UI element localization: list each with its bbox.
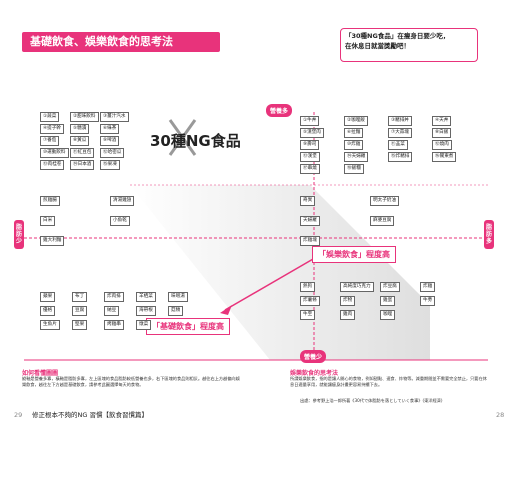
bottom-right-item: 牛至: [300, 310, 316, 320]
top-left-item: ⑨啤酒: [100, 136, 120, 146]
bottom-left-item: 炸肉排: [104, 292, 124, 302]
mid-left-item: 白米: [40, 216, 56, 226]
bottom-right-item: 炸物: [340, 296, 356, 306]
callout-line-2: 在休息日就當獎勵吧！: [345, 42, 410, 50]
top-right-item: ③豬排丼: [388, 116, 412, 126]
page-number-right: 28: [496, 411, 505, 419]
bottom-right-item: 雞蛋: [380, 296, 396, 306]
source-note: 出處：參考野上浩一郎所著《30代で体脂肪を落としていく食事》(東洋經濟): [300, 398, 443, 403]
top-left-item: ⑮果凍: [100, 160, 120, 170]
mid-right-item: 天婦羅: [300, 216, 320, 226]
bottom-left-item: 生魚片: [40, 320, 60, 330]
bottom-right-item: 炸雞: [420, 282, 436, 292]
bottom-left-item: 蘋果: [40, 292, 56, 302]
top-right-item: ⑥拉麵: [344, 128, 364, 138]
top-left-item: ⑫哈密瓜: [100, 148, 125, 158]
mid-left-item: 清湯雞翅: [110, 196, 135, 206]
top-right-item: ⑬漢堡: [300, 152, 320, 162]
mid-right-item: 炸雞塊: [300, 236, 320, 246]
top-right-item: ⑱飯糰: [344, 164, 364, 174]
bottom-right-item: 咖哩: [380, 310, 396, 320]
mid-right-item: 奇異: [300, 196, 316, 206]
bottom-left-item: 堅果: [72, 320, 88, 330]
page-title: 基礎飲食、娛樂飲食的思考法: [22, 32, 220, 52]
top-right-item: ①牛丼: [300, 116, 320, 126]
top-right-item: ⑯關東煮: [432, 152, 457, 162]
top-right-item: ⑤漢堡肉: [300, 128, 324, 138]
top-left-item: ⑬肉桂卷: [40, 160, 65, 170]
top-left-item: ④提子幹: [40, 124, 64, 134]
mid-left-item: 小魚乾: [110, 216, 130, 226]
zone-label-basic: 「基礎飲食」程度高: [146, 318, 230, 335]
top-right-item: ⑭天婦羅: [344, 152, 369, 162]
bottom-right-item: 牛蒡: [420, 296, 436, 306]
top-left-item: ⑥綠茶: [100, 124, 120, 134]
top-left-item: ⑦番茄: [40, 136, 60, 146]
top-left-item: ⑪紅豆包: [70, 148, 95, 158]
mid-right-item: 明太子奶油: [370, 196, 399, 206]
mid-right-item: 麻婆豆腐: [370, 216, 395, 226]
bottom-left-item: 味噌湯: [168, 292, 188, 302]
bottom-left-item: 菇類: [168, 306, 184, 316]
double-arrow: [224, 254, 321, 311]
bottom-right-item: 炸薯條: [300, 296, 320, 306]
footer-left-heading: 如何看懂圖圖: [22, 370, 59, 377]
bottom-right-item: 高純度巧克力: [340, 282, 374, 292]
top-right-item: ②咖哩飯: [344, 116, 368, 126]
top-right-item: ⑧白飯: [432, 128, 452, 138]
ng-food-label: 30種NG食品: [150, 132, 241, 150]
top-right-item: ⑦大蒜塊: [388, 128, 412, 138]
ng-cross-line-2: [168, 119, 197, 156]
bottom-left-item: 羊栖菜: [136, 292, 156, 302]
top-left-item: ⑤糖漬: [70, 124, 90, 134]
bottom-left-item: 烤雞串: [104, 320, 124, 330]
top-right-item: ⑨壽司: [300, 140, 320, 150]
running-footer: 修正根本不夠的NG 習慣【飲食習慣篇】: [32, 411, 148, 419]
bottom-left-item: 納豆: [104, 306, 120, 316]
axis-label-left: 脂肪少: [14, 220, 24, 249]
callout-line-1: 「30種NG食品」在瘦身日要少吃，: [345, 32, 450, 40]
top-right-item: ⑮炸豬排: [388, 152, 413, 162]
callout-box: 「30種NG食品」在瘦身日要少吃， 在休息日就當獎勵吧！: [340, 28, 478, 62]
bottom-left-item: 優格: [40, 306, 56, 316]
mid-left-item: 雞大利麵: [40, 236, 65, 246]
page-number-left: 29: [14, 411, 23, 419]
axis-label-right: 脂肪多: [484, 220, 494, 249]
axis-label-bottom: 營養少: [300, 350, 327, 363]
top-left-item: ②甜味飲料: [70, 112, 99, 122]
footer-right-text: 所謂娛樂飲食，指的是讓人開心的食物，例如甜點、速食、炸物等。減重期間並不需要完全…: [290, 376, 487, 387]
bottom-left-item: 豆腐: [72, 306, 88, 316]
bottom-right-item: 炸豆腐: [380, 282, 400, 292]
bottom-right-item: 熱狗: [300, 282, 316, 292]
bottom-left-item: 布丁: [72, 292, 88, 302]
top-right-item: ⑰串燒: [300, 164, 320, 174]
top-left-item: ③薑汁汽水: [100, 112, 129, 122]
top-right-item: ⑩炸雞: [344, 140, 364, 150]
footer-left-text: 縱軸是營養多寡，橫軸是脂肪多寡，左上區塊的食品脂肪較低營養也多，右下區塊的食品則…: [22, 376, 240, 387]
footer-right-heading: 娛樂飲食的思考法: [290, 370, 339, 377]
bottom-left-item: 海帶根: [136, 306, 156, 316]
mid-left-item: 煎雞腸: [40, 196, 60, 206]
top-left-item: ⑭日本酒: [70, 160, 95, 170]
arrow-head-left: [220, 305, 232, 315]
top-right-item: ⑪韭菜: [388, 140, 408, 150]
top-right-item: ④天丼: [432, 116, 452, 126]
top-left-item: ⑧黃瓜: [70, 136, 90, 146]
top-right-item: ⑫燒肉: [432, 140, 452, 150]
top-left-item: ⑩運動飲料: [40, 148, 69, 158]
zone-label-fun: 「娛樂飲食」程度高: [312, 246, 396, 263]
bottom-left-item: 燉菜: [136, 320, 152, 330]
top-left-item: ①蔬菜: [40, 112, 60, 122]
axis-label-top: 營養多: [266, 104, 293, 117]
bottom-right-item: 雞肉: [340, 310, 356, 320]
